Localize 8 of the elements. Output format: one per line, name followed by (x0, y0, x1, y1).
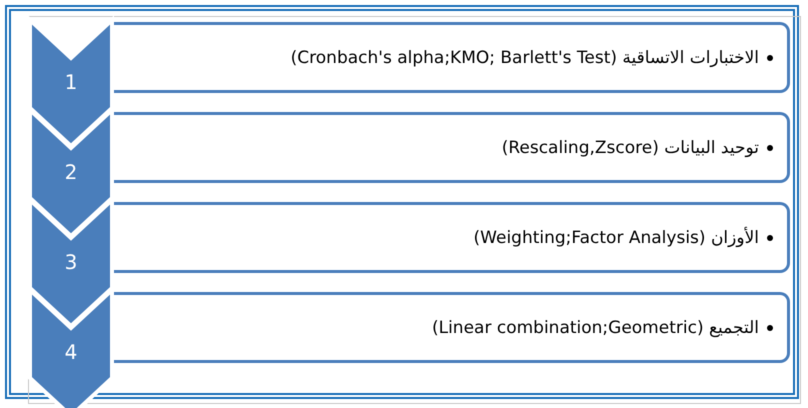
step-text: الأوزان (Weighting;Factor Analysis) (474, 228, 759, 248)
step-box (113, 22, 790, 93)
step-text: توحيد البيانات (Rescaling,Zscore) (502, 138, 759, 158)
step-text: التجميع (Linear combination;Geometric) (432, 318, 759, 338)
step-box (113, 292, 790, 363)
step-box (113, 112, 790, 183)
step-box (113, 202, 790, 273)
step-text: الاختبارات الاتساقية (Cronbach's alpha;KMO; Barlett's Test) (290, 48, 759, 68)
